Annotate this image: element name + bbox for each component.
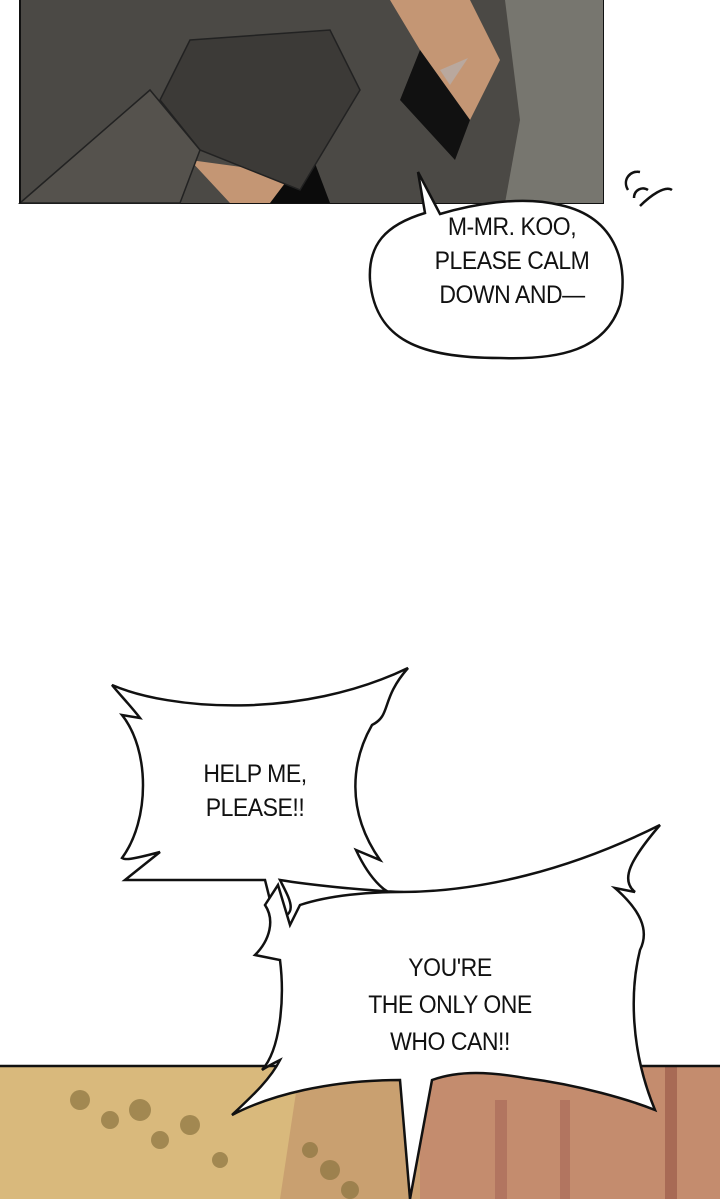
speech-line: WHO CAN!! <box>390 1028 510 1056</box>
top-panel <box>17 0 604 204</box>
speech-line: HELP ME, <box>203 760 307 788</box>
speech-line: YOU'RE <box>408 954 492 982</box>
shout-text-left: HELP ME, PLEASE!! <box>172 757 338 825</box>
speech-bubble-top <box>368 170 673 360</box>
speech-line: DOWN AND— <box>439 281 585 309</box>
speech-line: THE ONLY ONE <box>368 991 532 1019</box>
shout-bubble-left <box>111 666 409 922</box>
speech-text-top: M-MR. KOO, PLEASE CALM DOWN AND— <box>411 210 613 312</box>
shout-text-right: YOU'RE THE ONLY ONE WHO CAN!! <box>340 950 561 1061</box>
shout-bubble-right <box>231 823 661 1199</box>
speech-line: PLEASE!! <box>205 794 305 822</box>
speech-line: PLEASE CALM <box>434 247 590 275</box>
speech-line: M-MR. KOO, <box>447 213 577 241</box>
